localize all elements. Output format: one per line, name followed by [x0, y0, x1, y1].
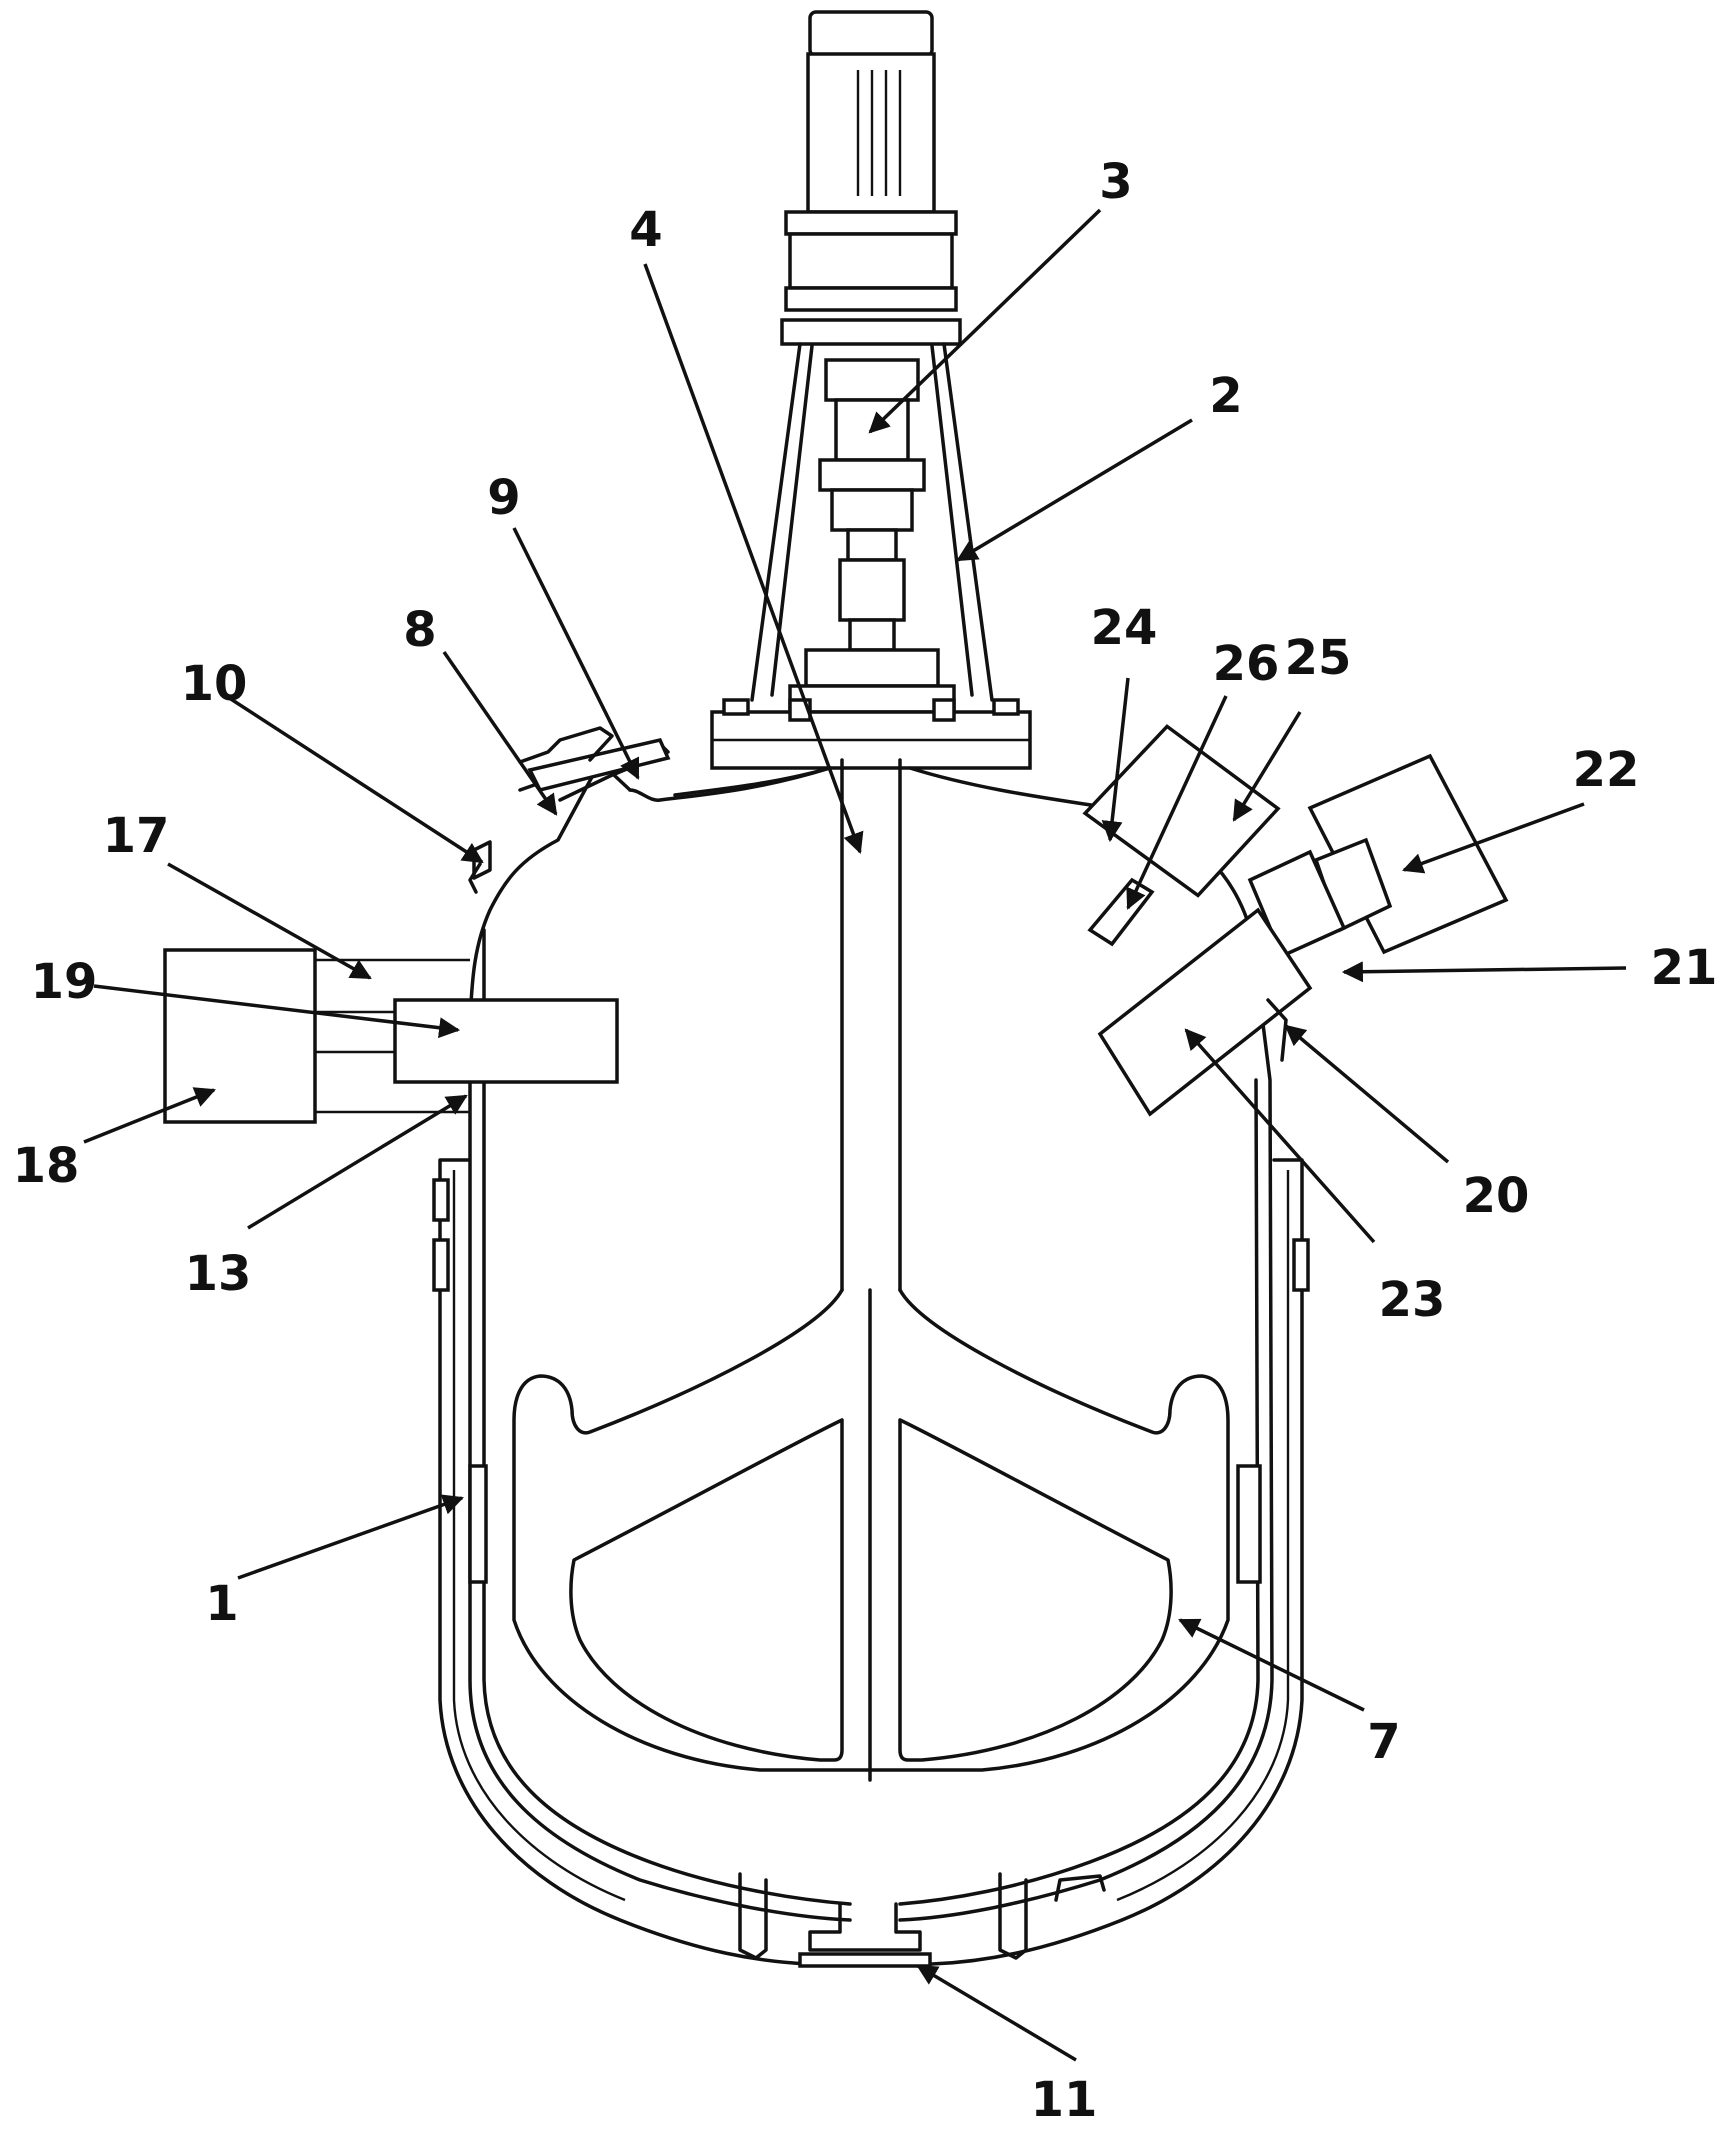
- leader-20: [1284, 1024, 1450, 1164]
- leader-10: [219, 690, 484, 864]
- leader-17: [167, 862, 372, 980]
- leader-4: [643, 263, 864, 854]
- leader-18: [83, 1087, 216, 1144]
- leader-22: [1402, 802, 1585, 874]
- label-11: 11: [1031, 2072, 1098, 2128]
- leader-3: [868, 208, 1102, 434]
- label-2: 2: [1209, 368, 1242, 424]
- label-21: 21: [1651, 940, 1718, 996]
- label-10: 10: [181, 656, 248, 712]
- left-side-unit: [163, 948, 619, 1124]
- label-23: 23: [1379, 1272, 1446, 1328]
- jacket: [432, 1158, 1310, 1966]
- label-7: 7: [1367, 1714, 1400, 1770]
- leader-23: [1184, 1028, 1376, 1244]
- leader-7: [1178, 1618, 1365, 1712]
- leader-lines: [83, 208, 1627, 2062]
- motor: [806, 10, 936, 214]
- top-flange: [710, 698, 1032, 770]
- leader-24: [1101, 677, 1130, 843]
- label-9: 9: [487, 470, 520, 526]
- label-3: 3: [1099, 154, 1132, 210]
- label-8: 8: [403, 602, 436, 658]
- label-18: 18: [13, 1138, 80, 1194]
- label-26: 26: [1213, 636, 1280, 692]
- label-13: 13: [185, 1246, 252, 1302]
- bottom-outlet: [738, 1872, 1106, 1968]
- leader-26: [1126, 695, 1228, 910]
- leader-1: [237, 1494, 464, 1580]
- label-20: 20: [1463, 1168, 1530, 1224]
- label-25: 25: [1285, 630, 1352, 686]
- label-22: 22: [1573, 742, 1640, 798]
- label-1: 1: [205, 1576, 238, 1632]
- labels: 1 2 3 4 7 8 9 10 11 13 17 18 19 20 21 22…: [13, 154, 1718, 2128]
- right-side-unit: [1097, 753, 1509, 1117]
- leader-25: [1232, 711, 1302, 822]
- leader-11: [916, 1964, 1077, 2062]
- label-24: 24: [1091, 600, 1158, 656]
- label-4: 4: [629, 202, 662, 258]
- leader-21: [1341, 961, 1627, 983]
- feed-port: [468, 726, 671, 894]
- stirrer-paddle: [512, 1288, 1230, 1782]
- leader-19: [93, 984, 461, 1039]
- stirrer-shaft: [840, 758, 902, 1292]
- leader-8: [442, 651, 558, 816]
- motor-bracket: [750, 342, 994, 714]
- reducer: [780, 210, 962, 346]
- leader-9: [512, 527, 640, 780]
- leader-2: [956, 418, 1193, 562]
- label-19: 19: [31, 954, 98, 1010]
- label-17: 17: [103, 808, 170, 864]
- leader-13: [247, 1094, 468, 1230]
